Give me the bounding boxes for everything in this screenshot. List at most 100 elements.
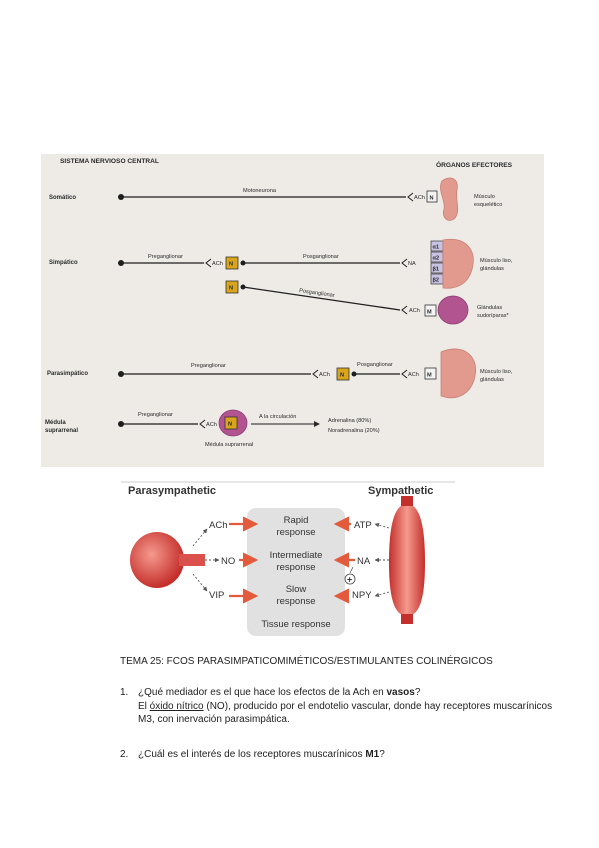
symp-na-label: NA (408, 261, 416, 267)
row-label-simpatico: Simpático (49, 260, 78, 266)
cotransmission-diagram: Parasympathetic Sympathetic ACh NO VIP A… (121, 481, 455, 636)
topic-title: TEMA 25: FCOS PARASIMPATICOMIMÉTICOS/EST… (120, 656, 493, 667)
question-1-bold: vasos (386, 687, 415, 698)
document-text: TEMA 25: FCOS PARASIMPATICOMIMÉTICOS/EST… (120, 655, 552, 760)
sudor-posganglionar-label: Posganglionar (299, 288, 335, 299)
a-la-circulacion-label: A la circulación (259, 414, 296, 420)
medula-suprarrenal-label: Médula suprarrenal (205, 442, 253, 448)
question-1-pre: ¿Qué mediador es el que hace los efectos… (138, 687, 387, 698)
sympathetic-title: Sympathetic (368, 485, 433, 497)
effector-liso2-2: glándulas (480, 377, 504, 383)
symp-box-n: N (229, 262, 233, 268)
question-2: 2. ¿Cuál es el interés de los receptores… (120, 748, 558, 762)
question-2-bold: M1 (365, 749, 380, 760)
adrenalina-label: Adrenalina (80%) (328, 418, 371, 424)
noradrenalina-label: Noradrenalina (20%) (328, 428, 380, 434)
para-smooth-muscle-shape (440, 348, 477, 399)
para-arrow-vip (192, 573, 208, 592)
question-2-text: ¿Cuál es el interés de los receptores mu… (138, 749, 385, 760)
para-box-m: M (427, 373, 432, 379)
effector-liso-2: glándulas (480, 266, 504, 272)
nicotinic-receptor-box (426, 190, 438, 203)
symp-nt-atp: ATP (354, 520, 372, 531)
symp-arrow-npy (374, 591, 390, 598)
receptor-beta2-label: β2 (433, 278, 440, 284)
medula-preganglionar-label: Preganglionar (138, 412, 173, 418)
header-left: SISTEMA NERVIOSO CENTRAL (60, 158, 159, 165)
row-label-medula-2: suprarrenal (45, 428, 78, 434)
ach-label: ACh (414, 195, 425, 201)
parasympathetic-organ (130, 532, 184, 588)
question-2-pre: ¿Cuál es el interés de los receptores mu… (138, 749, 366, 760)
sudor-post-axon (242, 286, 401, 311)
plus-label: + (347, 575, 352, 585)
para-ach-label: ACh (319, 372, 330, 378)
para-arrow-ach (192, 528, 208, 547)
symp-ach-label: ACh (212, 261, 223, 267)
potentiation-plus-icon (344, 573, 356, 585)
medula-n-box (224, 416, 238, 430)
response-intermediate-2: response (276, 562, 315, 573)
symp-nt-npy: NPY (352, 590, 372, 601)
autonomic-nervous-system-figure: SISTEMA NERVIOSO CENTRAL ÓRGANOS EFECTOR… (41, 154, 544, 467)
box-n-label: N (430, 196, 434, 202)
motoneurona-label: Motoneurona (243, 188, 277, 194)
effector-sudor-2: sudoríparas* (477, 313, 510, 319)
medula-box-n: N (228, 422, 232, 428)
question-1-post: ? (414, 687, 421, 698)
header-right: ÓRGANOS EFECTORES (436, 160, 513, 169)
symp-posganglionar-label: Posganglionar (303, 254, 339, 260)
para-ganglion-box (336, 367, 350, 381)
skeletal-muscle-shape (440, 177, 459, 221)
symp-arrow-atp (374, 522, 390, 529)
question-1-text: ¿Qué mediador es el que hace los efectos… (138, 687, 420, 698)
question-2-post: ? (379, 749, 385, 760)
row-label-somatico: Somático (49, 195, 76, 201)
answer-1-underlined: óxido nítrico (149, 700, 204, 712)
row-label-medula-1: Médula (45, 420, 66, 426)
receptor-beta1-label: β1 (433, 267, 440, 273)
sudor-ach-label: ACh (409, 308, 420, 314)
sweat-gland-shape (437, 295, 469, 325)
receptor-alpha1-label: α1 (433, 245, 440, 251)
parasympathetic-title: Parasympathetic (128, 485, 216, 497)
para-ach-label-2: ACh (408, 372, 419, 378)
answer-1-post: (NO), producido por el endotelio vascula… (138, 700, 553, 726)
response-slow-2: response (276, 596, 315, 607)
question-1-number: 1. (120, 687, 129, 698)
effector-muscle-esq-2: esquelético (474, 202, 502, 208)
answer-1: El óxido nítrico (NO), producido por el … (138, 700, 558, 727)
para-box-n: N (340, 373, 344, 379)
para-nt-vip: VIP (209, 590, 224, 601)
para-posganglionar-label: Posganglionar (357, 362, 393, 368)
symp-ganglion-box (225, 256, 239, 270)
cotransmission-figure: Parasympathetic Sympathetic ACh NO VIP A… (119, 480, 457, 640)
question-2-number: 2. (120, 749, 129, 760)
tissue-response-label: Tissue response (261, 619, 330, 630)
smooth-muscle-shape (442, 238, 474, 289)
question-1: 1. ¿Qué mediador es el que hace los efec… (120, 686, 558, 727)
parasympathetic-organ-neck (179, 554, 205, 566)
medula-ach-label: ACh (206, 422, 217, 428)
response-panel (247, 508, 345, 636)
response-intermediate-1: Intermediate (270, 550, 323, 561)
response-rapid-1: Rapid (284, 515, 309, 526)
receptor-alpha2-label: α2 (433, 256, 440, 262)
response-rapid-2: response (276, 527, 315, 538)
plus-connector (349, 566, 354, 574)
row-label-parasimpatico: Parasimpático (47, 371, 88, 377)
effector-muscle-esq-1: Músculo (474, 194, 495, 200)
symp-preganglionar-label: Preganglionar (148, 254, 183, 260)
para-nt-ach: ACh (209, 520, 227, 531)
sudor-m-box (424, 304, 437, 317)
sympathetic-organ (389, 504, 425, 616)
effector-liso-1: Músculo liso, (480, 258, 513, 264)
effector-sudor-1: Glándulas (477, 305, 502, 311)
response-slow-1: Slow (286, 584, 307, 595)
para-preganglionar-label: Preganglionar (191, 363, 226, 369)
synapse-arrow (407, 192, 414, 202)
para-m-box (424, 367, 437, 380)
para-nt-no: NO (221, 556, 235, 567)
answer-1-pre: El (138, 700, 150, 712)
autonomic-diagram: SISTEMA NERVIOSO CENTRAL ÓRGANOS EFECTOR… (45, 158, 513, 448)
